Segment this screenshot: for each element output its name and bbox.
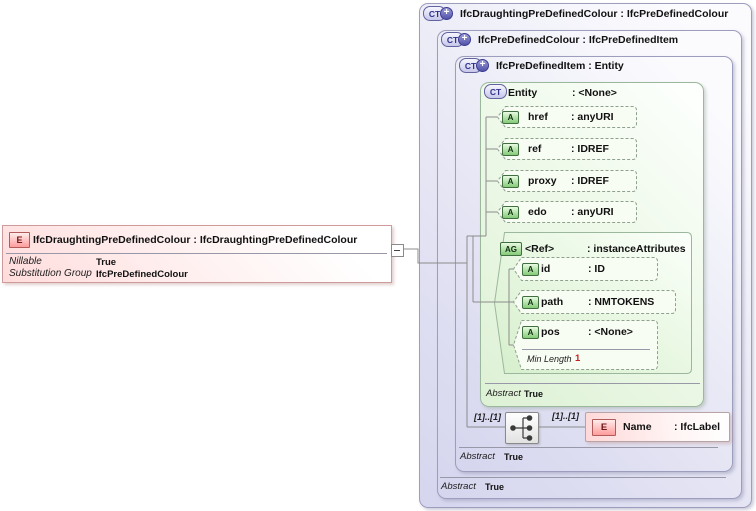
entity-footer-divider (485, 383, 700, 384)
attribute-icon: A (522, 263, 539, 276)
attribute-name: proxy (528, 175, 557, 187)
ct-middle-footer-divider (440, 477, 726, 478)
attribute-name: href (528, 111, 548, 123)
attribute-group-icon: AG (500, 242, 522, 256)
attribute-icon: A (502, 206, 519, 219)
attribute-pos-box[interactable] (513, 320, 659, 371)
global-element-title: IfcDraughtingPreDefinedColour : IfcDraug… (33, 234, 358, 246)
facet-label: Min Length (527, 354, 572, 364)
cardinality-left: [1]..[1] (474, 412, 501, 422)
attribute-icon: A (522, 296, 539, 309)
attribute-icon: A (502, 143, 519, 156)
expand-plus-icon[interactable]: + (440, 7, 453, 20)
attribute-name: path (541, 296, 564, 308)
facet-value: 1 (575, 353, 581, 364)
ct-middle-header[interactable]: CT+ IfcPreDefinedColour : IfcPreDefinedI… (441, 32, 678, 47)
attribute-ref-box[interactable] (497, 138, 638, 161)
name-element-type: : IfcLabel (674, 421, 721, 433)
ct-middle-title: IfcPreDefinedColour : IfcPreDefinedItem (478, 33, 679, 46)
ct-inner-header[interactable]: CT+ IfcPreDefinedItem : Entity (459, 58, 624, 73)
substitution-group-value: IfcPreDefinedColour (96, 269, 188, 280)
name-element-label: Name (623, 421, 652, 433)
attribute-icon: A (502, 111, 519, 124)
attribute-type: : ID (588, 263, 605, 275)
attribute-name: edo (528, 206, 547, 218)
entity-header[interactable]: CT (484, 84, 507, 99)
ct-outer-header[interactable]: CT+ IfcDraughtingPreDefinedColour : IfcP… (423, 6, 728, 21)
attribute-group-name: <Ref> (525, 243, 555, 255)
collapse-handle[interactable] (391, 244, 404, 257)
element-icon: E (592, 419, 616, 436)
attribute-name: pos (541, 326, 560, 338)
attribute-name: ref (528, 143, 542, 155)
attribute-icon: A (502, 175, 519, 188)
attribute-id-box[interactable] (513, 257, 659, 282)
attribute-type: : anyURI (571, 206, 614, 218)
expand-plus-icon[interactable]: + (476, 59, 489, 72)
attribute-icon: A (522, 326, 539, 339)
attribute-path-box[interactable] (513, 290, 677, 315)
attribute-type: : IDREF (571, 143, 609, 155)
entity-name: Entity (508, 87, 538, 99)
entity-type: : <None> (572, 87, 617, 99)
ct-inner-footer-divider (459, 447, 718, 448)
ct-inner-abstract-value: True (504, 452, 524, 462)
complextype-icon: CT (484, 84, 507, 99)
cardinality-right: [1]..[1] (552, 411, 579, 421)
ct-inner-title: IfcPreDefinedItem : Entity (496, 59, 624, 72)
attribute-href-box[interactable] (497, 106, 638, 129)
global-element-box[interactable]: E IfcDraughtingPreDefinedColour : IfcDra… (2, 225, 392, 283)
element-icon: E (9, 232, 30, 248)
expand-plus-icon[interactable]: + (458, 33, 471, 46)
ct-outer-title: IfcDraughtingPreDefinedColour : IfcPreDe… (460, 7, 729, 20)
attribute-type: : <None> (588, 326, 633, 338)
model-group-icon[interactable] (505, 412, 539, 444)
entity-abstract-value: True (524, 389, 544, 399)
attribute-group-type: : instanceAttributes (587, 243, 686, 255)
ct-middle-abstract-value: True (485, 482, 505, 492)
nillable-label: Nillable (9, 256, 42, 267)
substitution-group-label: Substitution Group (9, 268, 92, 279)
attribute-name: id (541, 263, 551, 275)
attribute-type: : NMTOKENS (588, 296, 655, 308)
facet-divider (522, 349, 650, 350)
element-box-divider (6, 253, 387, 254)
nillable-value: True (96, 257, 117, 268)
ct-inner-abstract-label: Abstract (460, 451, 495, 462)
attribute-edo-box[interactable] (497, 201, 638, 224)
attribute-type: : IDREF (571, 175, 609, 187)
entity-abstract-label: Abstract (486, 388, 521, 399)
attribute-proxy-box[interactable] (497, 170, 638, 193)
ct-middle-abstract-label: Abstract (441, 481, 476, 492)
attribute-type: : anyURI (571, 111, 614, 123)
element-name-box[interactable]: E Name : IfcLabel (585, 412, 730, 442)
